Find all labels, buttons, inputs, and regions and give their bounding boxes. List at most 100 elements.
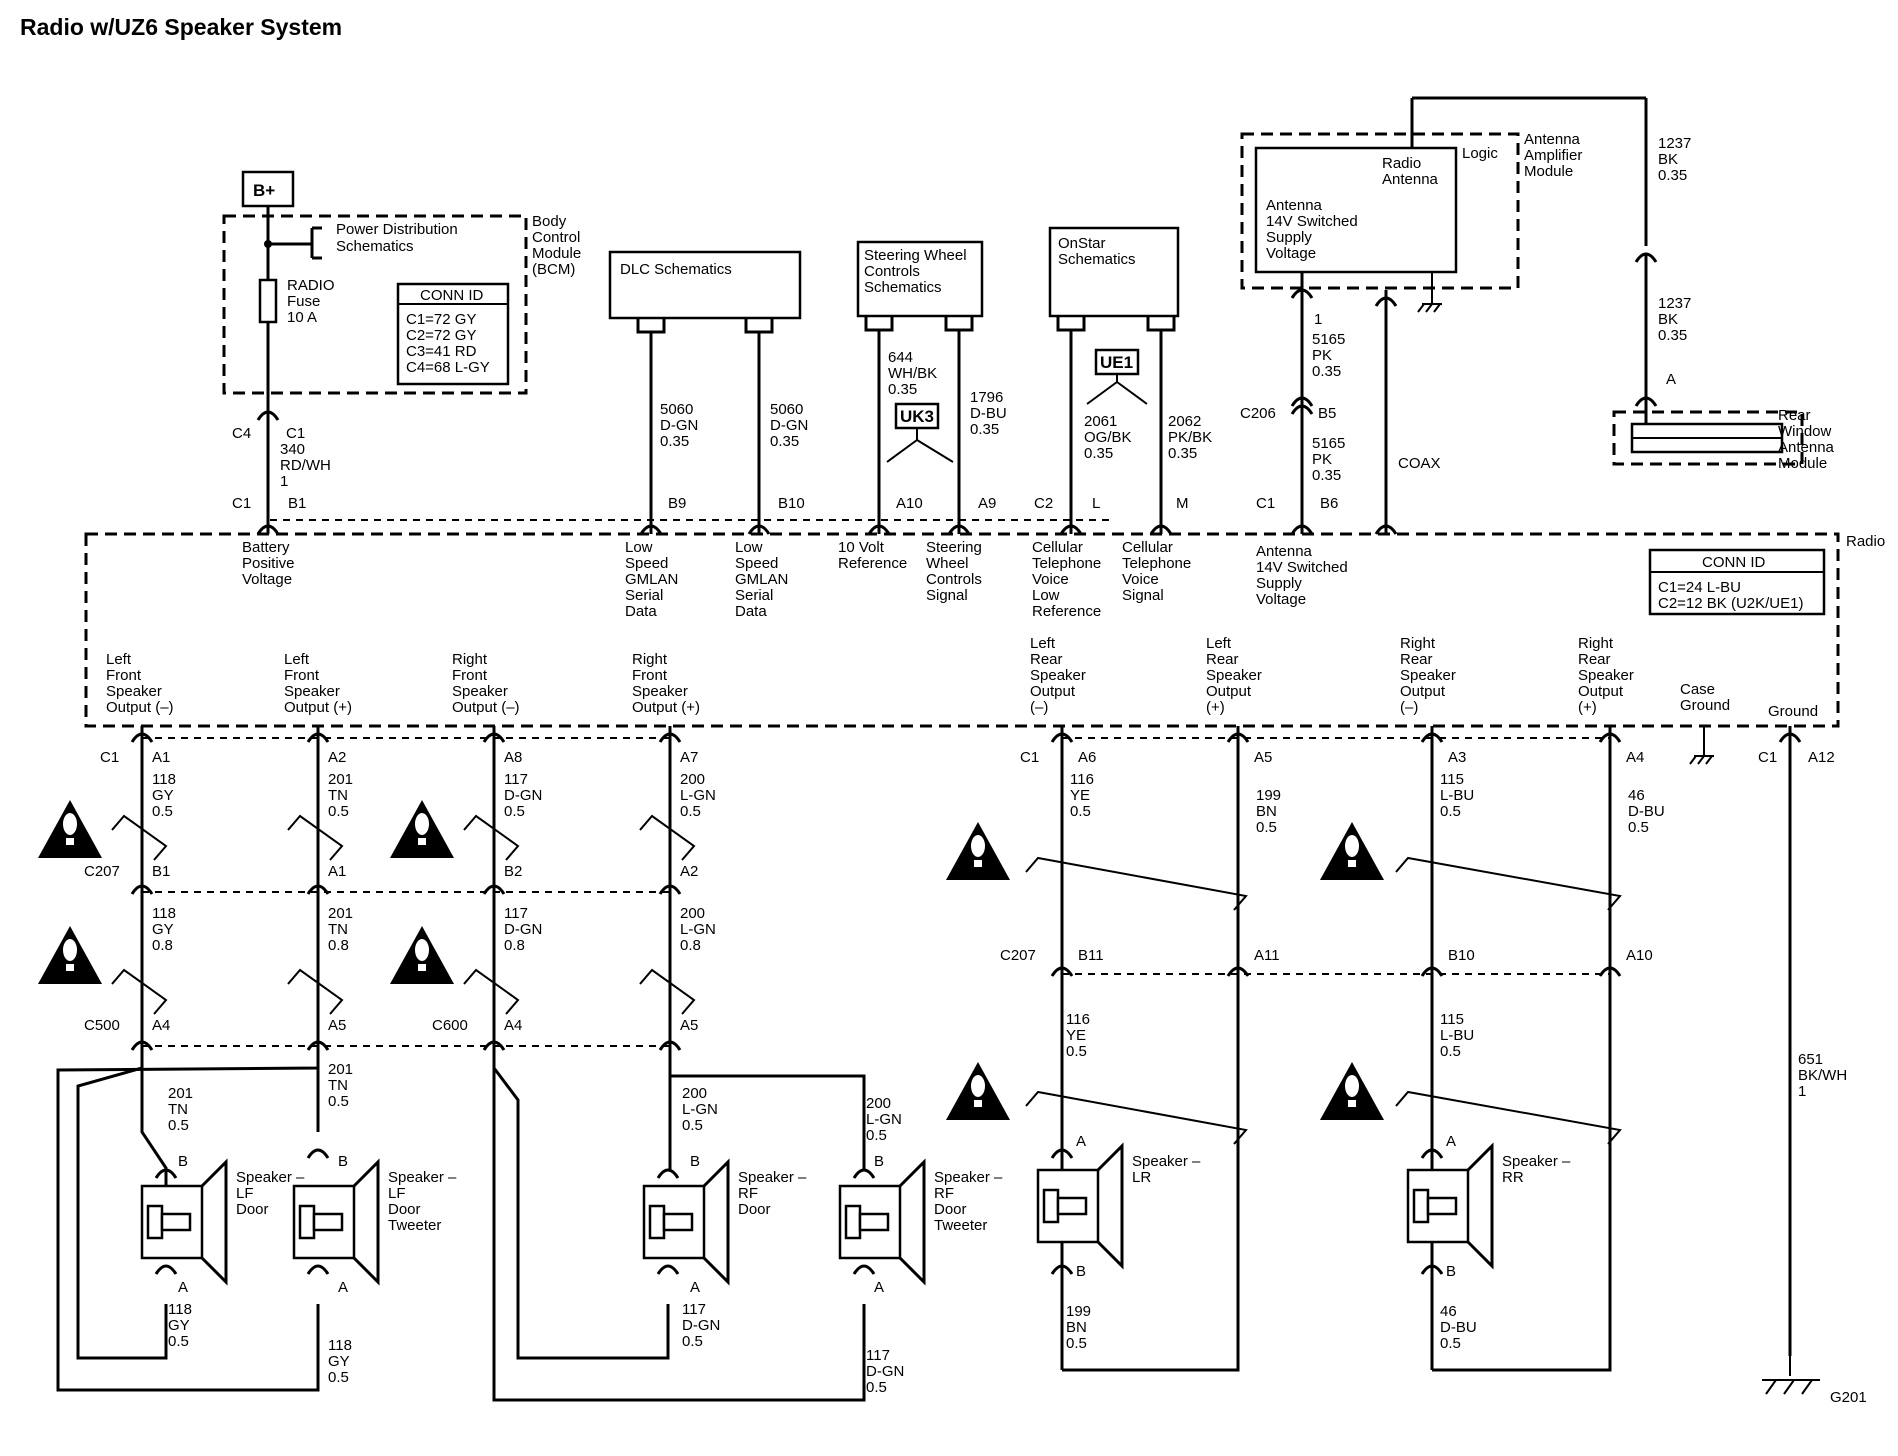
rr-115-1: 115	[1440, 1011, 1464, 1028]
pin-c500: C500	[84, 1017, 120, 1034]
rf-200-2: L-GN	[682, 1101, 718, 1118]
rft-200-3: 0.5	[866, 1127, 887, 1144]
wire-lf-b	[140, 1068, 168, 1192]
pin-lrm-b11: B11	[1078, 947, 1104, 964]
w651-2: BK/WH	[1798, 1067, 1847, 1084]
speaker-lr-label-1: Speaker –	[1132, 1153, 1201, 1170]
rwa-label-3: Antenna	[1778, 439, 1835, 456]
swc-label-2: Controls	[864, 263, 920, 280]
rft-200-1: 200	[866, 1095, 891, 1112]
bcm-conn-1: C1=72 GY	[406, 311, 476, 328]
rb-rrm-5: (–)	[1400, 699, 1418, 716]
pin-c1-bcm: C1	[286, 425, 305, 442]
pin-lrm-a6: A6	[1078, 749, 1096, 766]
rb-lfp-4: Output (+)	[284, 699, 352, 716]
wb-rfm-3: 0.8	[504, 937, 525, 954]
pin-b5: B5	[1318, 405, 1336, 422]
speaker-lf-tweeter-label-2: LF	[388, 1185, 406, 1202]
splice-rfm-1	[463, 814, 520, 861]
rt-battery-3: Voltage	[242, 571, 292, 588]
rt-cell-low-3: Voice	[1032, 571, 1069, 588]
wa-rfm-3: 0.5	[504, 803, 525, 820]
wb-lfp-2: TN	[328, 921, 348, 938]
speaker-rf-tweeter-coil	[844, 1204, 862, 1240]
w1237-a-2: BK	[1658, 151, 1678, 168]
dlc-label: DLC Schematics	[620, 261, 732, 278]
rt-lsgm1-2: Speed	[625, 555, 668, 572]
rr-46-3: 0.5	[1440, 1335, 1461, 1352]
rb-lrm-2: Rear	[1030, 651, 1063, 668]
radio-conn-2: C2=12 BK (U2K/UE1)	[1658, 595, 1803, 612]
w340-3: 1	[280, 473, 288, 490]
w5060-b-1: 5060	[770, 401, 803, 418]
term-bcm-c1	[256, 410, 280, 421]
rf-117-3: 0.5	[682, 1333, 703, 1350]
pin-lf-b: B	[178, 1153, 188, 1170]
uk3-label: UK3	[900, 407, 934, 426]
rb-lfm-4: Output (–)	[106, 699, 174, 716]
term-coax-bot	[1374, 524, 1398, 535]
bcm-block: B+ Power Distribution Schematics RADIO F…	[222, 170, 581, 395]
rb-rrp-1: Right	[1578, 635, 1614, 652]
speaker-lf-door-coil	[146, 1204, 164, 1240]
wire-rf-a-return	[492, 1046, 670, 1360]
caution-icon-rr-2	[1320, 1062, 1384, 1120]
term-rf-a	[656, 1264, 680, 1275]
antenna-amplifier-module: Logic Radio Antenna Antenna 14V Switched…	[1240, 96, 1648, 313]
wb-rfp-1: 200	[680, 905, 705, 922]
rwa-label-2: Window	[1778, 423, 1832, 440]
rb-rfm-2: Front	[452, 667, 488, 684]
rt-cell-sig-4: Signal	[1122, 587, 1164, 604]
pin-a10: A10	[896, 495, 923, 512]
speaker-rr-coil	[1412, 1188, 1430, 1224]
rt-swc-2: Wheel	[926, 555, 969, 572]
rt-lsgm2-5: Data	[735, 603, 767, 620]
rf-200-3: 0.5	[682, 1117, 703, 1134]
wa-lrm-1: 116	[1070, 771, 1094, 788]
speaker-lf-tweeter-label-3: Door	[388, 1201, 421, 1218]
pin-rfp-a5: A5	[680, 1017, 698, 1034]
pin-lf-a: A	[178, 1279, 188, 1296]
bcm-conn-3: C3=41 RD	[406, 343, 477, 360]
splice-rfp-2	[639, 968, 696, 1015]
term-lft-a	[306, 1264, 330, 1275]
term-rf-b	[656, 1168, 680, 1179]
term-a9	[947, 524, 971, 535]
lr-116-1: 116	[1066, 1011, 1090, 1028]
rb-lrm-4: Output	[1030, 683, 1076, 700]
pin-b9: B9	[668, 495, 686, 512]
pin-rfp-a7: A7	[680, 749, 698, 766]
speaker-rf-tweeter-cone	[898, 1158, 926, 1286]
b-plus-label: B+	[253, 181, 275, 200]
rr-46-1: 46	[1440, 1303, 1457, 1320]
term-rfm-c207	[482, 884, 506, 895]
pin-rfm-a4: A4	[504, 1017, 522, 1034]
wire-lf-a-return	[76, 1046, 168, 1360]
wa-rrp-2: D-BU	[1628, 803, 1665, 820]
rb-rfm-4: Output (–)	[452, 699, 520, 716]
pin-c206: C206	[1240, 405, 1276, 422]
rt-lsgm1-4: Serial	[625, 587, 663, 604]
term-b6	[1290, 524, 1314, 535]
bcm-name-1: Body	[532, 213, 567, 230]
wa-lrp-1: 199	[1256, 787, 1281, 804]
lr-199-3: 0.5	[1066, 1335, 1087, 1352]
pin-lfm-b1: B1	[152, 863, 170, 880]
w2061-1: 2061	[1084, 413, 1117, 430]
pin-lfp-a2: A2	[328, 749, 346, 766]
term-amp-1	[1290, 288, 1314, 299]
coax-label: COAX	[1398, 455, 1441, 472]
pin-c1-rear: C1	[1020, 749, 1039, 766]
rt-lsgm2-1: Low	[735, 539, 763, 556]
speaker-rr: Speaker –RR	[1406, 1142, 1571, 1270]
splice-lfp-1	[287, 814, 344, 861]
rb-rrp-4: Output	[1578, 683, 1624, 700]
w2061-2: OG/BK	[1084, 429, 1132, 446]
wb-lfm-1: 118	[152, 905, 176, 922]
wire-lr-return	[1062, 726, 1240, 1372]
rb-lfp-3: Speaker	[284, 683, 340, 700]
speaker-rf-door-label-1: Speaker –	[738, 1169, 807, 1186]
pin-rfm-a8: A8	[504, 749, 522, 766]
